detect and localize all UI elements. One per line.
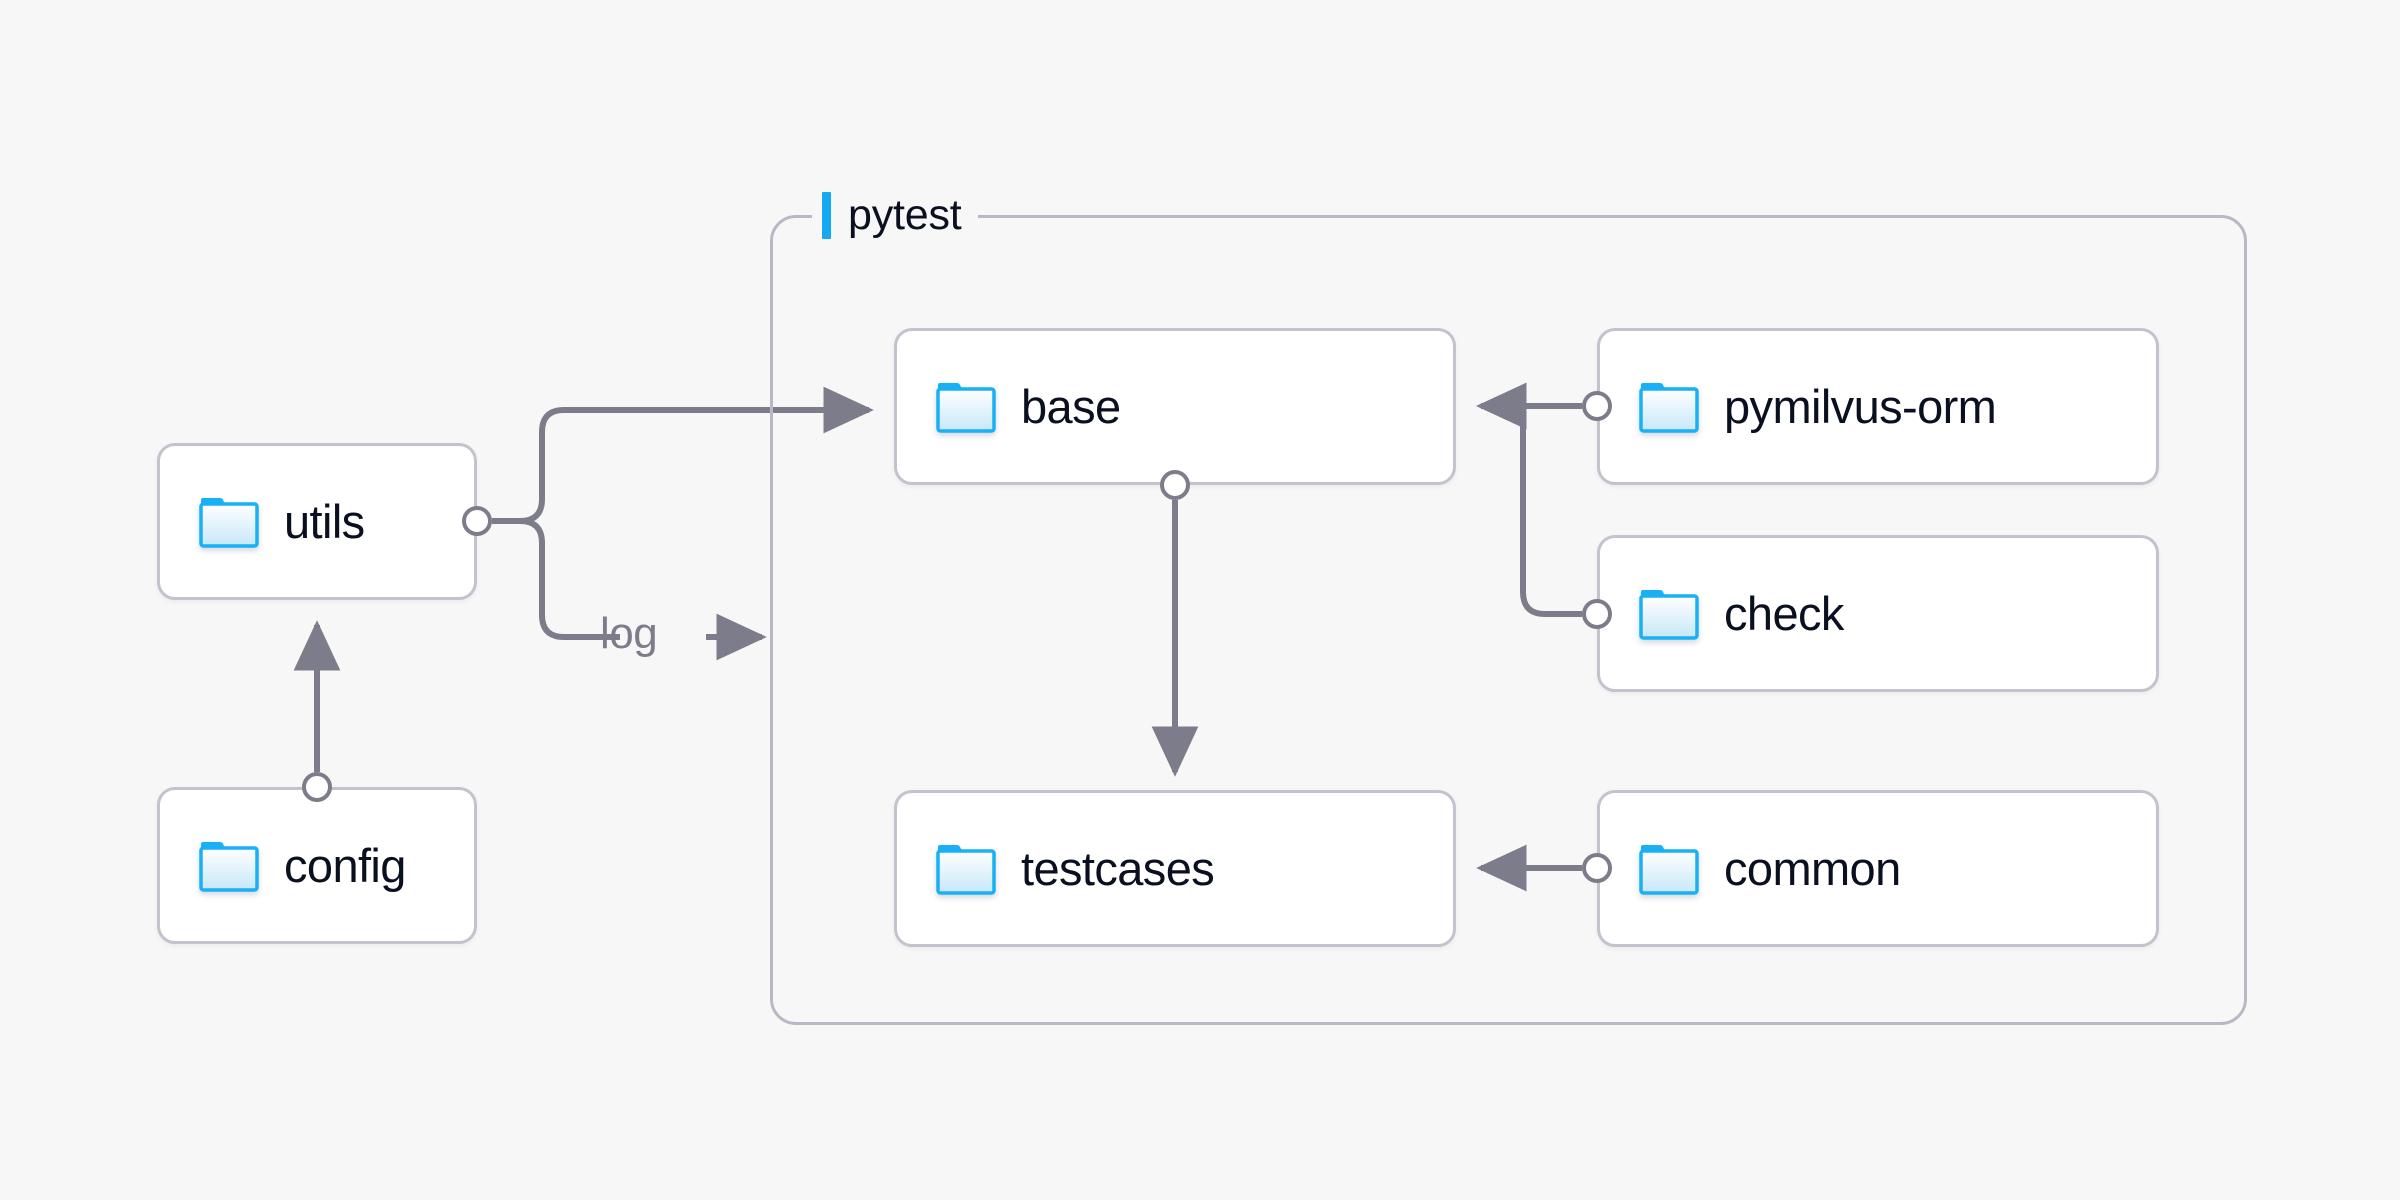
folder-icon [1639,382,1699,433]
folder-icon [1639,844,1699,895]
port-utils-right[interactable] [462,506,492,536]
node-label: config [284,839,406,892]
edge-label-log: log [600,609,658,658]
node-label: testcases [1021,842,1215,895]
group-accent-bar [822,191,831,239]
group-title-label: pytest [848,190,962,239]
folder-icon [936,844,996,895]
pytest-group-title: pytest [812,184,978,246]
port-base-bottom[interactable] [1160,470,1190,500]
port-config-top[interactable] [302,772,332,802]
node-label: common [1724,842,1901,895]
node-label: pymilvus-orm [1724,380,1997,433]
folder-icon [199,841,259,892]
port-check-left[interactable] [1582,599,1612,629]
node-common[interactable]: common [1597,790,2159,947]
folder-icon [936,382,996,433]
node-utils[interactable]: utils [157,443,477,600]
node-label: base [1021,380,1121,433]
node-check[interactable]: check [1597,535,2159,692]
node-label: check [1724,587,1844,640]
port-common-left[interactable] [1582,853,1612,883]
port-pymilvus-left[interactable] [1582,391,1612,421]
folder-icon [1639,589,1699,640]
node-config[interactable]: config [157,787,477,944]
node-base[interactable]: base [894,328,1456,485]
node-label: utils [284,495,365,548]
node-pymilvus-orm[interactable]: pymilvus-orm [1597,328,2159,485]
pytest-group-container[interactable] [770,215,2247,1025]
node-testcases[interactable]: testcases [894,790,1456,947]
folder-icon [199,497,259,548]
